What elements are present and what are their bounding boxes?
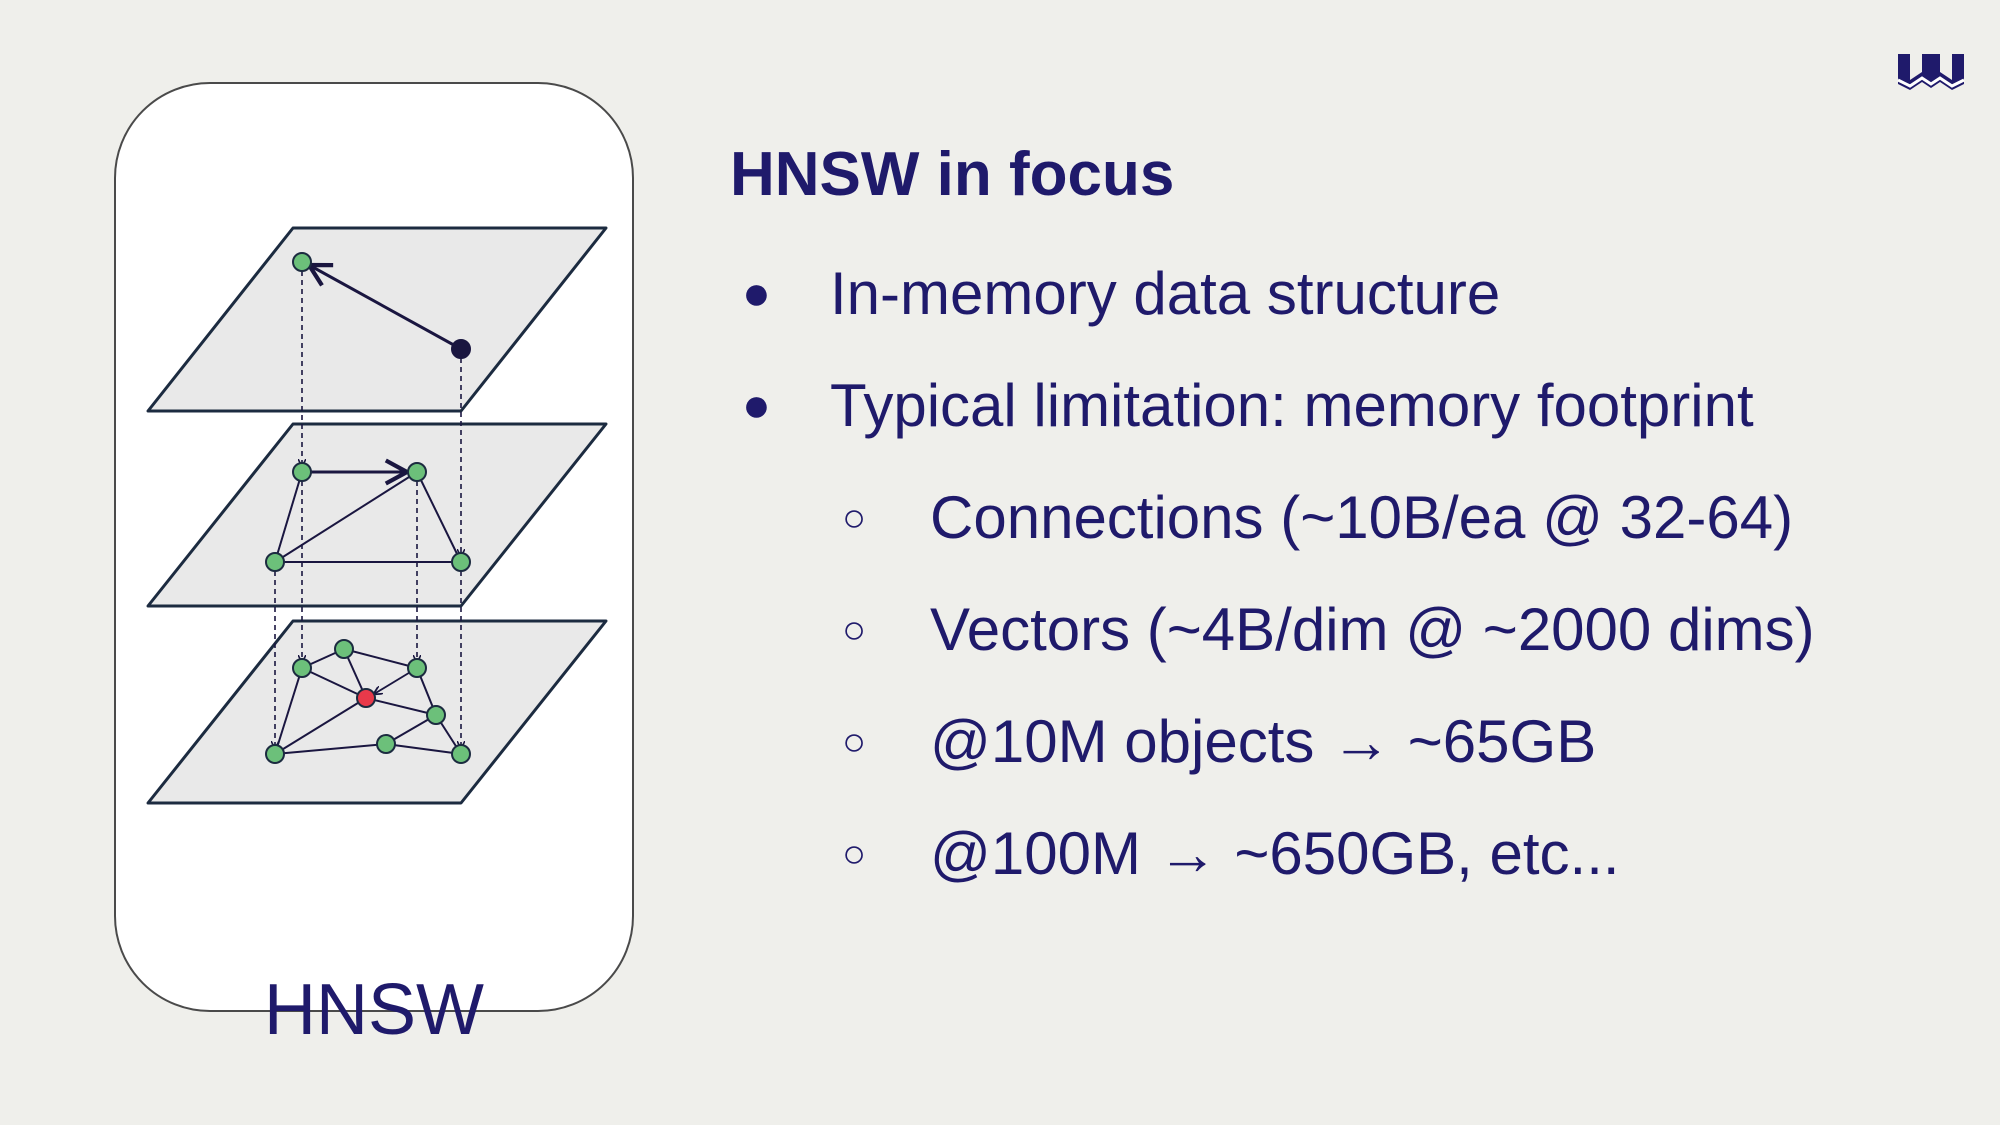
- node-bottom: [376, 734, 396, 754]
- node-middle: [292, 462, 312, 482]
- sub-bullet-item: ○ Connections (~10B/ea @ 32-64): [730, 480, 1815, 592]
- node-top-entry: [292, 252, 312, 272]
- sub-bullet-marker: ○: [842, 608, 867, 652]
- node-bottom: [451, 744, 471, 764]
- node-middle: [407, 462, 427, 482]
- bullet-item: ● In-memory data structure: [730, 256, 1815, 368]
- bullet-marker: ●: [742, 267, 771, 320]
- sub-bullet-marker: ○: [842, 720, 867, 764]
- node-query: [451, 339, 471, 359]
- sub-bullet-text: Vectors (~4B/dim @ ~2000 dims): [930, 596, 1815, 663]
- layer-bottom: [146, 619, 608, 805]
- bullet-text: In-memory data structure: [830, 260, 1501, 327]
- node-bottom: [407, 658, 427, 678]
- sub-bullet-text: @10M objects → ~65GB: [930, 708, 1597, 775]
- sub-bullet-text: @100M → ~650GB, etc...: [930, 820, 1620, 887]
- middle-layer-edges: [274, 471, 462, 563]
- node-target-nearest: [356, 688, 376, 708]
- bullet-list: ● In-memory data structure ● Typical lim…: [730, 256, 1815, 928]
- hnsw-card: HNSW: [114, 82, 634, 1046]
- bullet-marker: ●: [742, 379, 771, 432]
- sub-bullet-text: Connections (~10B/ea @ 32-64): [930, 484, 1794, 551]
- sub-bullet-item: ○ @100M → ~650GB, etc...: [730, 816, 1815, 928]
- node-bottom: [426, 705, 446, 725]
- layer-top: [146, 226, 608, 413]
- layer-middle: [146, 422, 608, 608]
- weaviate-logo-icon: [1897, 54, 1965, 90]
- bullet-item: ● Typical limitation: memory footprint: [730, 368, 1815, 480]
- top-layer-search-arrow: [309, 265, 462, 351]
- card-label: HNSW: [264, 970, 484, 1050]
- sub-bullet-marker: ○: [842, 832, 867, 876]
- node-bottom: [265, 744, 285, 764]
- sub-bullet-item: ○ Vectors (~4B/dim @ ~2000 dims): [730, 592, 1815, 704]
- node-bottom: [334, 639, 354, 659]
- bullet-text: Typical limitation: memory footprint: [830, 372, 1754, 439]
- hnsw-diagram: [146, 226, 608, 805]
- node-middle: [265, 552, 285, 572]
- slide-title: HNSW in focus: [730, 140, 1175, 209]
- sub-bullet-marker: ○: [842, 496, 867, 540]
- sub-bullet-item: ○ @10M objects → ~65GB: [730, 704, 1815, 816]
- node-bottom: [292, 658, 312, 678]
- layer-connectors: [275, 262, 461, 748]
- node-middle: [451, 552, 471, 572]
